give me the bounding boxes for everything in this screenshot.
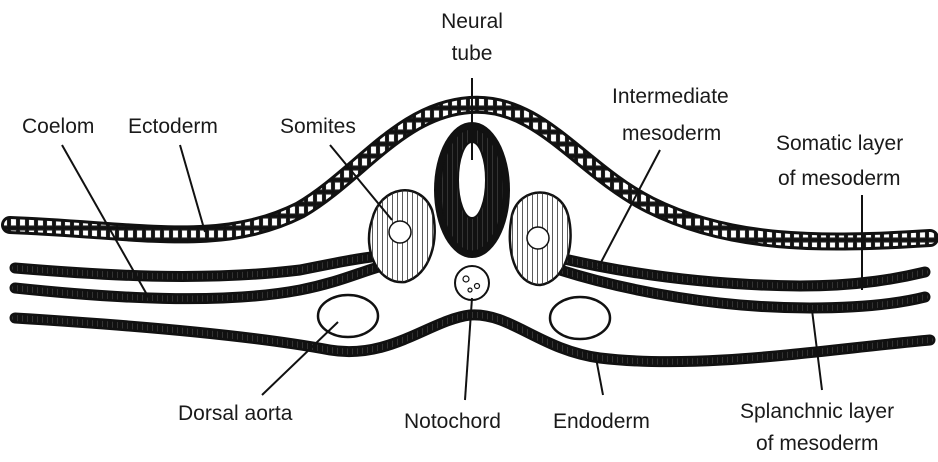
label-intermediate-mesoderm-line2: mesoderm — [622, 122, 721, 145]
label-notochord: Notochord — [404, 410, 501, 433]
endoderm-layer — [15, 315, 930, 362]
label-neural-tube-line2: tube — [452, 42, 493, 65]
label-ectoderm: Ectoderm — [128, 115, 218, 138]
notochord — [455, 266, 489, 300]
label-splanchnic-layer-line1: Splanchnic layer — [740, 400, 894, 423]
somite-right — [510, 193, 571, 286]
label-somatic-layer-line2: of mesoderm — [778, 167, 901, 190]
label-intermediate-mesoderm-line1: Intermediate — [612, 85, 729, 108]
label-somites: Somites — [280, 115, 356, 138]
label-endoderm: Endoderm — [553, 410, 650, 433]
label-splanchnic-layer-line2: of mesoderm — [756, 432, 879, 455]
label-coelom: Coelom — [22, 115, 94, 138]
dorsal-aorta-right — [550, 297, 610, 339]
label-somatic-layer-line1: Somatic layer — [776, 132, 903, 155]
label-dorsal-aorta: Dorsal aorta — [178, 402, 293, 425]
label-neural-tube-line1: Neural — [441, 10, 503, 33]
dorsal-aorta-left — [318, 295, 378, 337]
